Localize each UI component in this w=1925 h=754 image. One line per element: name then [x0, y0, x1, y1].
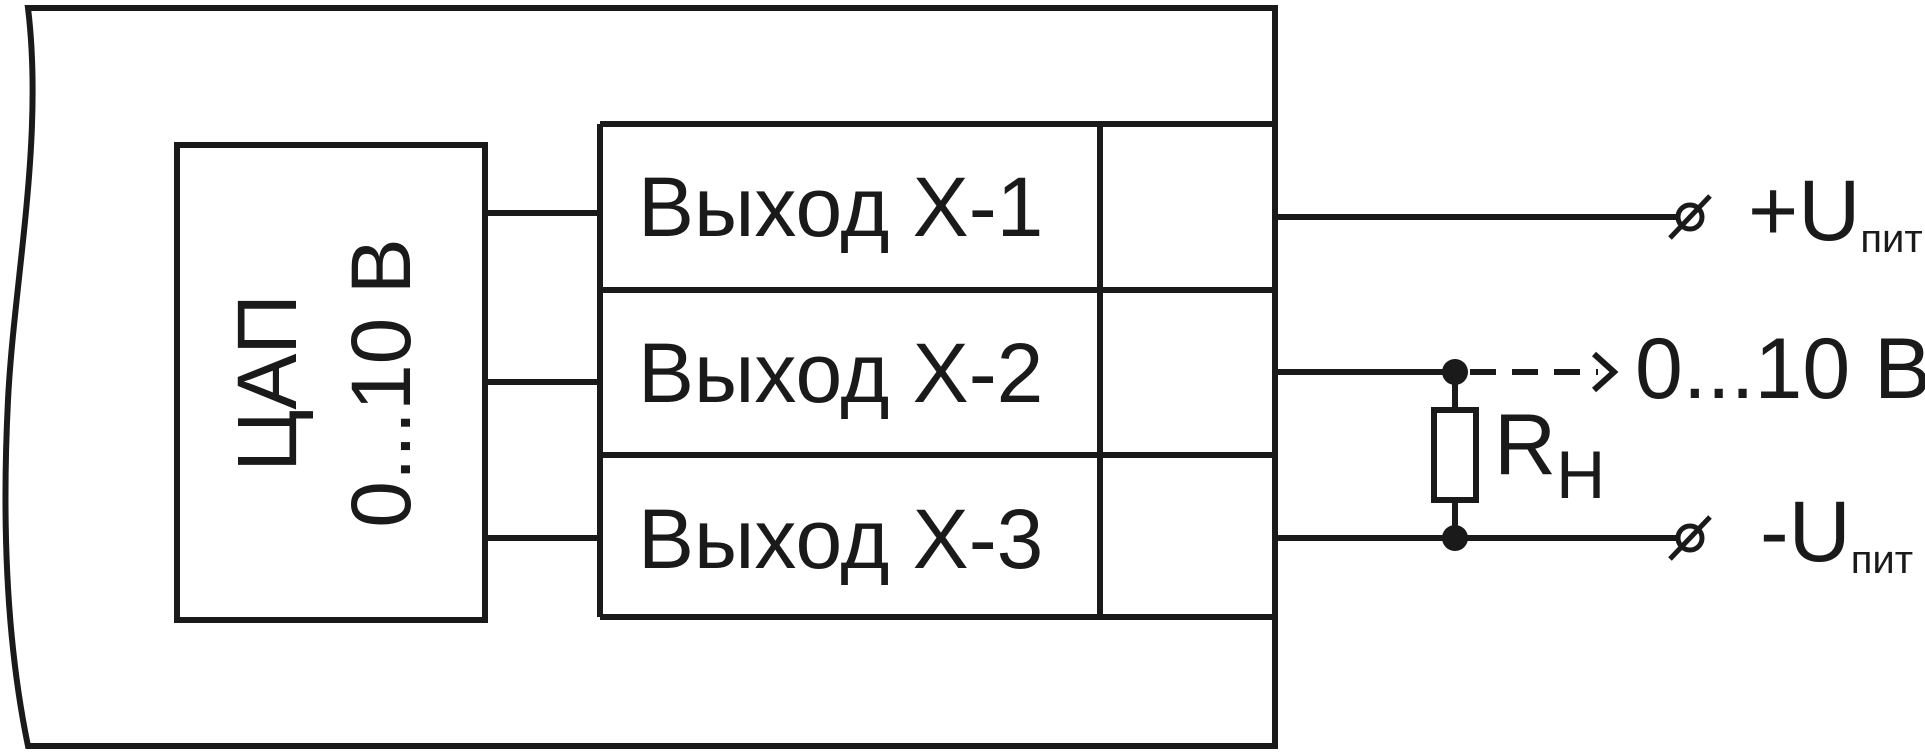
dac-title: ЦАП	[220, 294, 314, 472]
resistor-label: RН	[1494, 397, 1605, 513]
output-terminal-block	[597, 121, 1275, 620]
dac-range: 0...10 В	[334, 238, 428, 528]
output-label-x1: Выход Х-1	[638, 160, 1043, 254]
arrow-head-icon	[1591, 351, 1619, 393]
junction-dot-bottom	[1442, 525, 1468, 551]
device-housing	[2, 5, 1278, 749]
load-resistor	[1431, 407, 1479, 503]
minus-supply-label: -Uпит	[1760, 484, 1913, 582]
output-label-x3: Выход Х-3	[638, 492, 1043, 586]
plus-supply-label: +Uпит	[1748, 163, 1923, 261]
terminal-plus-supply-icon	[1668, 194, 1712, 240]
output-label-x2: Выход Х-2	[638, 326, 1043, 420]
signal-label: 0...10 В	[1635, 321, 1925, 417]
terminal-minus-supply-icon	[1668, 515, 1712, 561]
